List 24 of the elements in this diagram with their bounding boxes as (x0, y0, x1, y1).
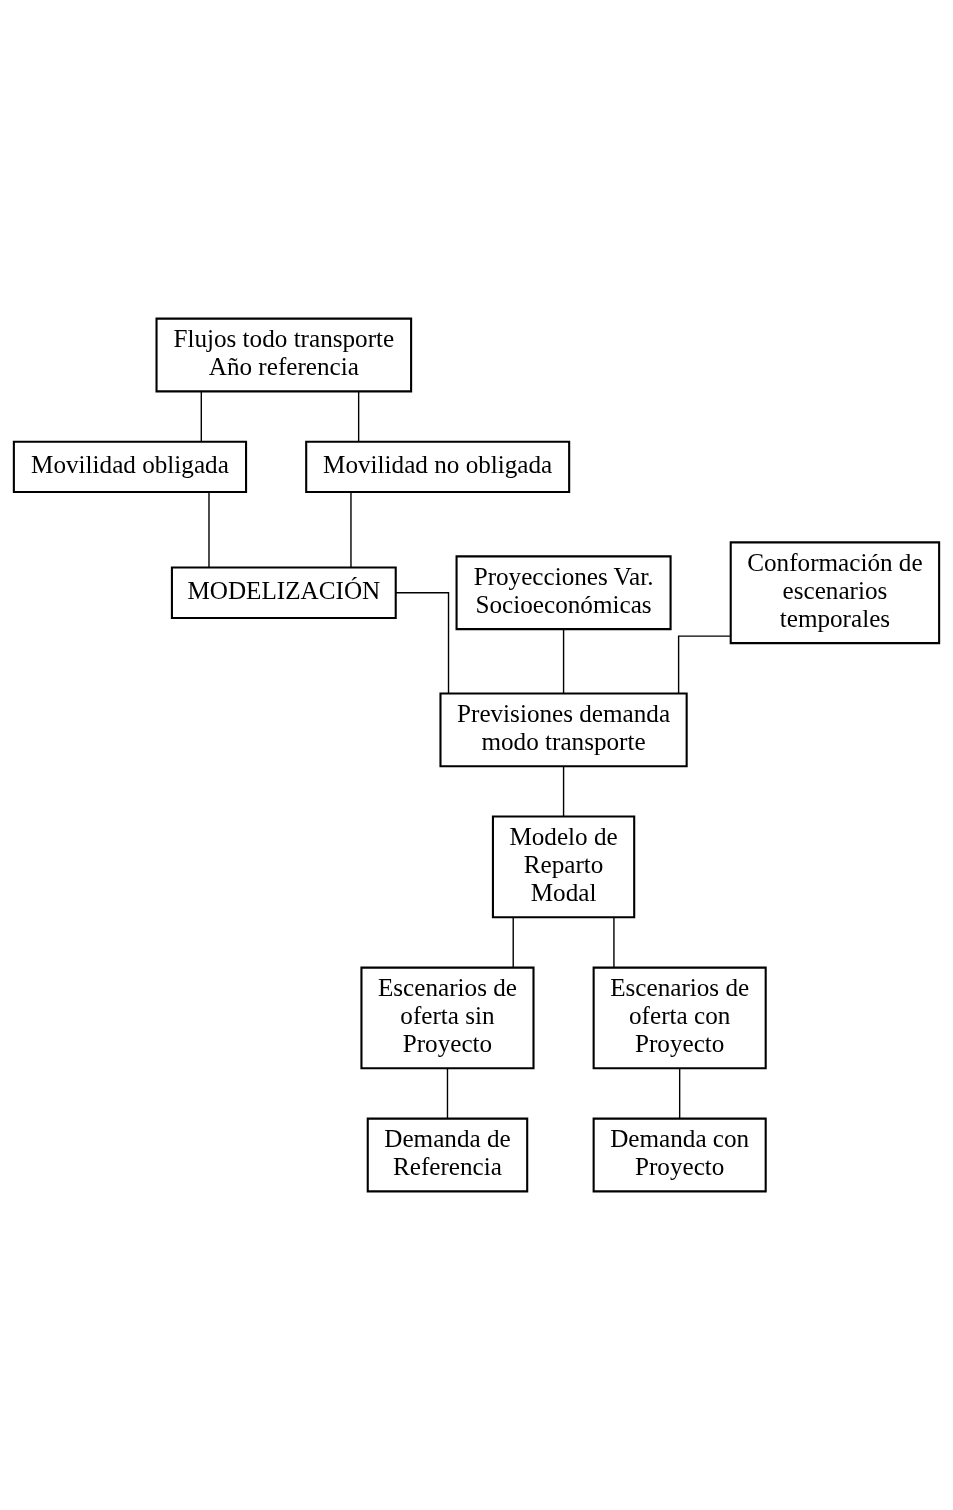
connector (357, 390, 360, 443)
connector (395, 592, 450, 695)
node-box: Flujos todo transporte Año referencia (155, 317, 413, 393)
node-box: Conformación de escenarios temporales (729, 541, 941, 645)
connector (677, 635, 732, 695)
connector (208, 491, 210, 568)
node-box: Previsiones demanda modo transporte (439, 692, 688, 768)
connector (562, 628, 565, 694)
node-box: Movilidad obligada (12, 440, 248, 494)
connector (613, 916, 615, 968)
connector (446, 1067, 449, 1119)
node-box: MODELIZACIÓN (170, 566, 397, 619)
node-box: Movilidad no obligada (305, 440, 571, 494)
node-box: Demanda de Referencia (366, 1117, 529, 1193)
connector (562, 765, 565, 818)
connector (200, 390, 202, 443)
node-box: Demanda con Proyecto (592, 1117, 767, 1193)
node-box: Escenarios de oferta sin Proyecto (360, 966, 535, 1070)
node-box: Modelo de Reparto Modal (491, 815, 636, 919)
node-box: Proyecciones Var. Socioeconómicas (455, 555, 672, 631)
node-box: Escenarios de oferta con Proyecto (592, 966, 767, 1070)
connector (678, 1067, 681, 1119)
connector (350, 491, 352, 568)
connector (512, 916, 514, 968)
